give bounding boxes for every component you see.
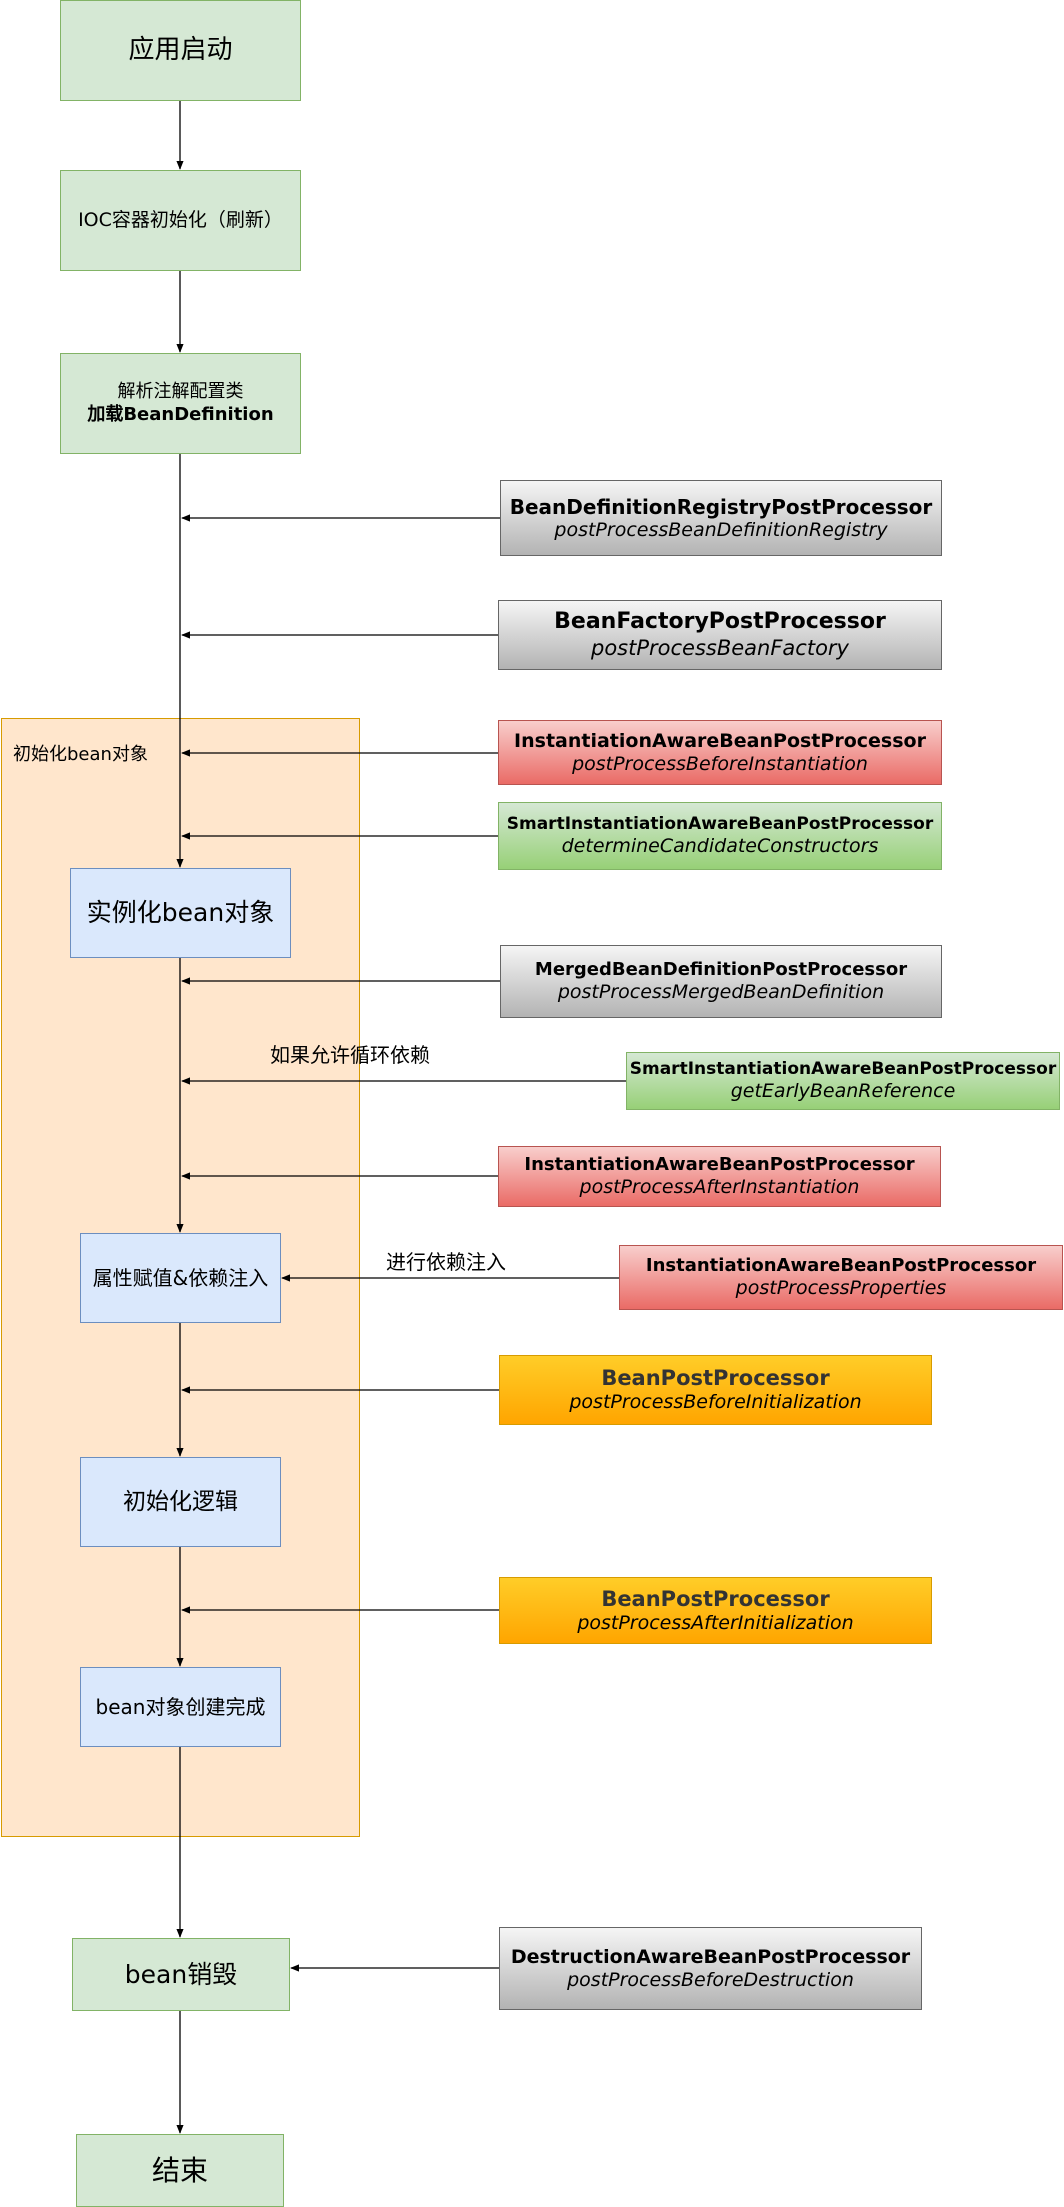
processor-title: BeanPostProcessor <box>601 1586 830 1611</box>
instantiate-bean-node: 实例化bean对象 <box>70 868 291 958</box>
app-start-node: 应用启动 <box>60 0 301 101</box>
processor-box-before-instantiation: InstantiationAwareBeanPostProcessor post… <box>498 720 942 785</box>
processor-box-early-bean-reference: SmartInstantiationAwareBeanPostProcessor… <box>626 1052 1060 1110</box>
parse-config-label-line1: 解析注解配置类 <box>117 381 244 402</box>
processor-title: InstantiationAwareBeanPostProcessor <box>645 1255 1037 1277</box>
processor-box-determine-constructors: SmartInstantiationAwareBeanPostProcessor… <box>498 802 942 870</box>
processor-title: SmartInstantiationAwareBeanPostProcessor <box>629 1059 1057 1080</box>
processor-method: postProcessBeforeInstantiation <box>572 752 868 775</box>
parse-config-node: 解析注解配置类 加载BeanDefinition <box>60 353 301 454</box>
processor-title: SmartInstantiationAwareBeanPostProcessor <box>506 814 934 835</box>
processor-box-bean-definition-registry: BeanDefinitionRegistryPostProcessor post… <box>500 480 942 556</box>
init-logic-node: 初始化逻辑 <box>80 1457 281 1547</box>
processor-box-before-initialization: BeanPostProcessor postProcessBeforeIniti… <box>499 1355 932 1425</box>
processor-method: postProcessProperties <box>735 1276 947 1299</box>
processor-method: determineCandidateConstructors <box>561 834 879 857</box>
init-bean-group-label: 初始化bean对象 <box>13 744 148 765</box>
bean-destroy-node: bean销毁 <box>72 1938 290 2011</box>
ioc-init-node: IOC容器初始化（刷新） <box>60 170 301 271</box>
bean-created-node: bean对象创建完成 <box>80 1667 281 1747</box>
processor-method: postProcessAfterInitialization <box>577 1611 854 1634</box>
processor-method: postProcessMergedBeanDefinition <box>557 980 885 1003</box>
circular-dependency-note: 如果允许循环依赖 <box>270 1043 430 1067</box>
end-node: 结束 <box>76 2134 284 2207</box>
processor-title: BeanFactoryPostProcessor <box>554 609 886 635</box>
processor-method: postProcessBeforeDestruction <box>567 1968 854 1991</box>
processor-box-merged-bean-definition: MergedBeanDefinitionPostProcessor postPr… <box>500 945 942 1018</box>
dependency-injection-note: 进行依赖注入 <box>386 1250 506 1274</box>
bean-destroy-label: bean销毁 <box>124 1959 238 1989</box>
processor-method: postProcessBeforeInitialization <box>569 1391 862 1414</box>
processor-title: BeanPostProcessor <box>601 1366 830 1390</box>
init-logic-label: 初始化逻辑 <box>123 1488 238 1515</box>
processor-box-post-process-properties: InstantiationAwareBeanPostProcessor post… <box>619 1245 1063 1310</box>
app-start-label: 应用启动 <box>128 35 233 66</box>
end-label: 结束 <box>151 2154 208 2187</box>
ioc-init-label: IOC容器初始化（刷新） <box>78 208 283 231</box>
processor-title: DestructionAwareBeanPostProcessor <box>510 1945 911 1968</box>
populate-inject-node: 属性赋值&依赖注入 <box>80 1233 281 1323</box>
processor-method: postProcessAfterInstantiation <box>579 1175 860 1198</box>
populate-inject-label: 属性赋值&依赖注入 <box>92 1265 269 1290</box>
processor-method: postProcessBeanFactory <box>591 635 849 660</box>
instantiate-bean-label: 实例化bean对象 <box>86 898 275 928</box>
processor-title: InstantiationAwareBeanPostProcessor <box>524 1154 915 1176</box>
processor-box-before-destruction: DestructionAwareBeanPostProcessor postPr… <box>499 1927 922 2010</box>
processor-title: InstantiationAwareBeanPostProcessor <box>514 729 926 752</box>
processor-method: getEarlyBeanReference <box>730 1079 956 1102</box>
processor-title: MergedBeanDefinitionPostProcessor <box>534 959 908 981</box>
bean-created-label: bean对象创建完成 <box>95 1694 266 1719</box>
processor-box-bean-factory: BeanFactoryPostProcessor postProcessBean… <box>498 600 942 670</box>
processor-method: postProcessBeanDefinitionRegistry <box>554 518 888 541</box>
parse-config-label-line2: 加载BeanDefinition <box>87 403 274 425</box>
processor-title: BeanDefinitionRegistryPostProcessor <box>509 494 933 519</box>
processor-box-after-instantiation: InstantiationAwareBeanPostProcessor post… <box>498 1146 941 1207</box>
processor-box-after-initialization: BeanPostProcessor postProcessAfterInitia… <box>499 1577 932 1644</box>
